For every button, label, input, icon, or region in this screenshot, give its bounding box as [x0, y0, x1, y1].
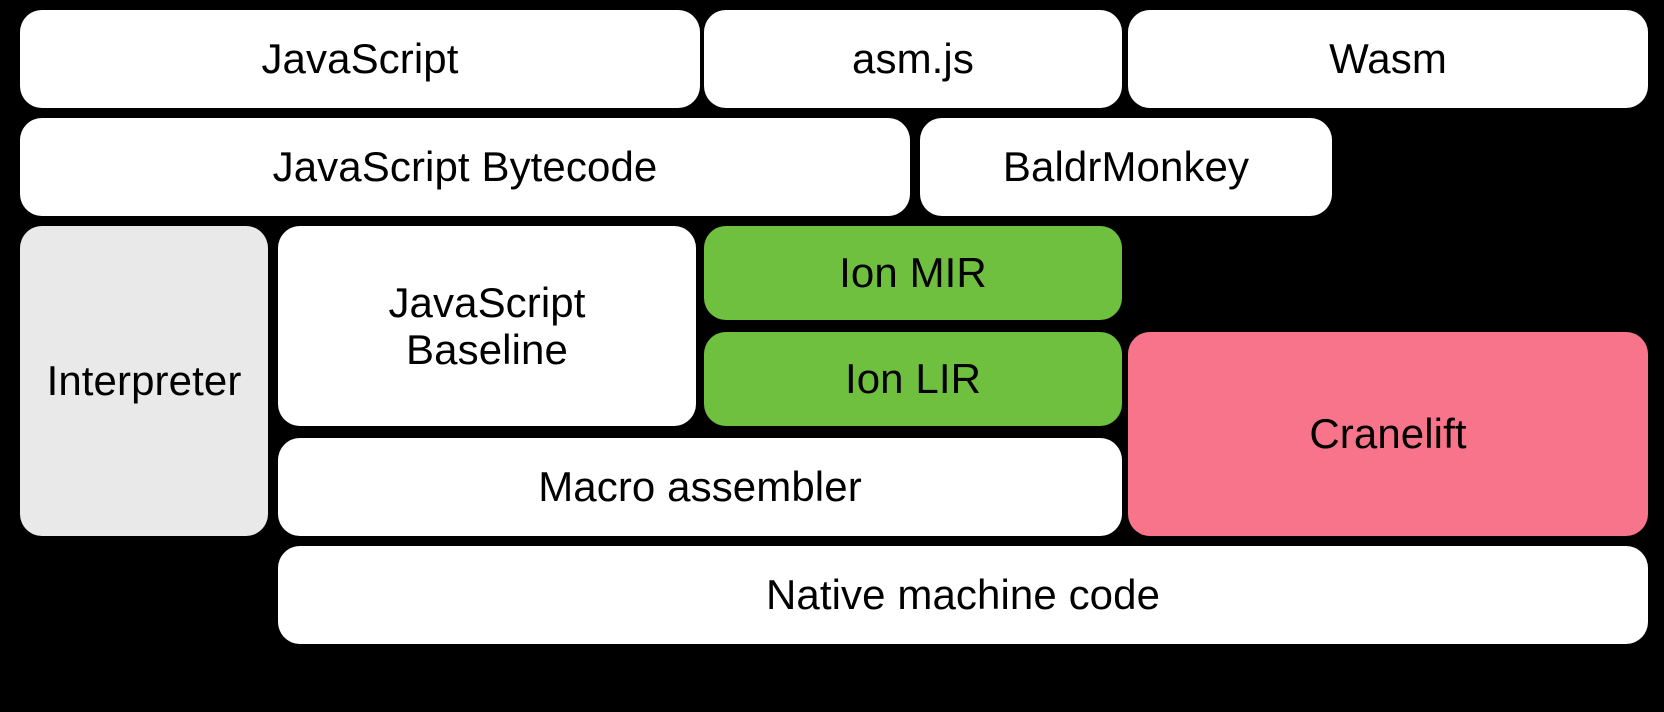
node-javascript-baseline: JavaScript Baseline	[278, 226, 696, 426]
node-macro-assembler: Macro assembler	[278, 438, 1122, 536]
node-interpreter: Interpreter	[20, 226, 268, 536]
node-baldrmonkey: BaldrMonkey	[920, 118, 1332, 216]
node-ion-mir: Ion MIR	[704, 226, 1122, 320]
node-javascript: JavaScript	[20, 10, 700, 108]
node-cranelift: Cranelift	[1128, 332, 1648, 536]
node-ion-lir: Ion LIR	[704, 332, 1122, 426]
node-asmjs: asm.js	[704, 10, 1122, 108]
node-javascript-bytecode: JavaScript Bytecode	[20, 118, 910, 216]
node-native-machine-code: Native machine code	[278, 546, 1648, 644]
node-wasm: Wasm	[1128, 10, 1648, 108]
